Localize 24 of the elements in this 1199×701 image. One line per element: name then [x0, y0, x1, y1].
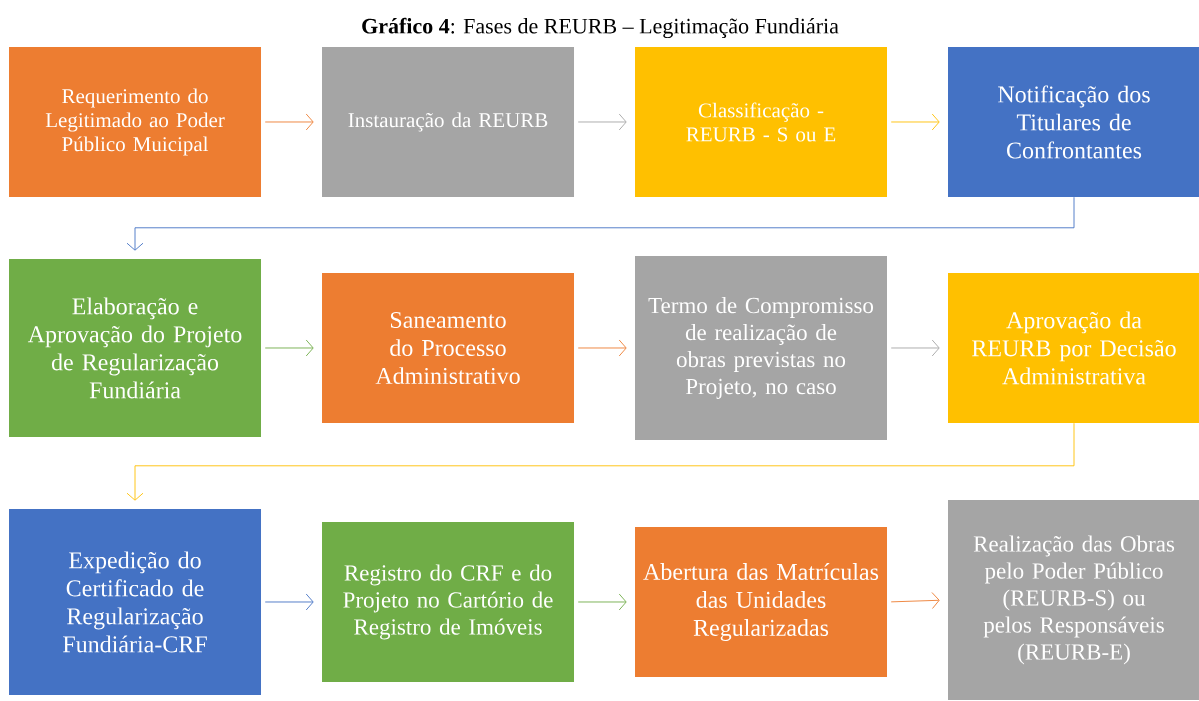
process-box: Abertura das Matrículas das Unidades Regularizadas [635, 527, 887, 677]
arrow [890, 592, 940, 609]
process-box: Instauração da REURB [322, 47, 574, 197]
arrow [264, 113, 314, 131]
arrow [264, 593, 314, 611]
arrow [890, 339, 940, 357]
process-box: Termo de Compromisso de realização de obras previstas no Projeto, no caso [635, 256, 887, 440]
arrow [577, 593, 627, 611]
process-box: Notificação dos Titulares de Confrontantes [948, 47, 1199, 197]
process-box: Realização das Obras pelo Poder Público (REURB-S) ou pelos Responsáveis (REURB-E) [948, 500, 1199, 700]
process-box: Elaboração e Aprovação do Projeto de Regularização Fundiária [9, 259, 261, 437]
process-box: Registro do CRF e do Projeto no Cartório de Registro de Imóveis [322, 522, 574, 682]
arrow [264, 339, 314, 357]
process-box: Classificação - REURB - S ou E [635, 47, 887, 197]
arrow [126, 422, 1075, 501]
arrow [577, 113, 627, 131]
arrow [577, 339, 627, 357]
process-box: Aprovação da REURB por Decisão Administrativa [948, 273, 1199, 423]
arrow [890, 113, 940, 131]
arrow [126, 196, 1075, 251]
process-box: Expedição do Certificado de Regularização Fundiária-CRF [9, 509, 261, 695]
process-box: Requerimento do Legitimado ao Poder Público Muicipal [9, 47, 261, 197]
process-box: Saneamento do Processo Administrativo [322, 273, 574, 423]
title: Gráfico 4: Fases de REURB – Legitimação Fundiária [362, 17, 839, 39]
